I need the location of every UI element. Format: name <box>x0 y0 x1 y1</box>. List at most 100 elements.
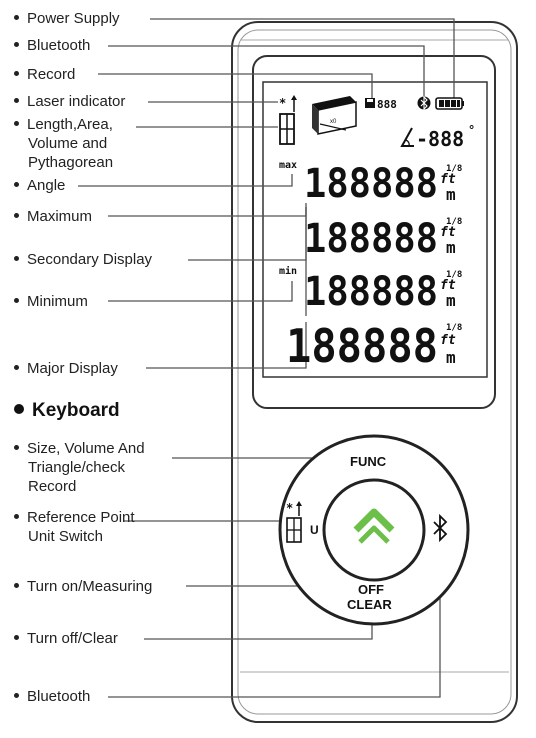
row2-ft: ft <box>440 225 456 240</box>
row2-digits: 188888 <box>304 216 438 262</box>
label-text: Length,Area, <box>27 116 113 133</box>
label-text: Reference Point <box>27 509 135 526</box>
unit-u: U <box>310 523 319 537</box>
label-text: Unit Switch <box>28 528 104 545</box>
label-text: Volume and <box>28 135 108 152</box>
label-text: Bluetooth <box>27 37 91 54</box>
label-secondary-display: Secondary Display <box>14 250 152 269</box>
bullet-dot <box>14 120 19 126</box>
label-turn-on: Turn on/Measuring <box>14 577 152 596</box>
label-text: Record <box>28 478 77 495</box>
row3-digits: 188888 <box>304 269 438 315</box>
label-func-desc: Size, Volume And Triangle/check Record <box>14 439 145 496</box>
bullet-dot <box>14 692 19 698</box>
record-digits: 888 <box>377 98 397 111</box>
display-row-major: 188888 1/8 ft m <box>286 319 462 373</box>
max-tag: max <box>279 160 297 171</box>
label-text: Power Supply <box>27 10 120 27</box>
heading-text: Keyboard <box>32 400 120 421</box>
bullet-dot <box>14 41 19 47</box>
label-text: Turn off/Clear <box>27 630 118 647</box>
label-text: Maximum <box>27 208 93 225</box>
bullet-dot <box>14 444 19 450</box>
label-lvp: Length,Area, Volume and Pythagorean <box>14 115 113 172</box>
label-power-supply: Power Supply <box>14 9 120 28</box>
bullet-dot <box>14 14 19 20</box>
label-angle: Angle <box>14 176 65 195</box>
label-text: Bluetooth <box>27 688 91 705</box>
label-text: Secondary Display <box>27 251 153 268</box>
device-body-inner <box>237 29 512 715</box>
label-text: Major Display <box>27 360 118 377</box>
row1-ft: ft <box>440 172 456 187</box>
bullet-dot <box>14 364 19 370</box>
angle-icon <box>400 127 414 147</box>
row2-frac: 1/8 <box>446 217 462 227</box>
keyboard-heading: Keyboard <box>14 400 120 422</box>
label-bluetooth-top: Bluetooth <box>14 36 90 55</box>
bullet-dot <box>14 212 19 218</box>
bullet-dot <box>14 70 19 76</box>
bullet-dot <box>14 634 19 640</box>
bullet-dot <box>14 582 19 588</box>
label-turn-off: Turn off/Clear <box>14 629 118 648</box>
label-major-display: Major Display <box>14 359 118 378</box>
bluetooth-button[interactable] <box>433 513 448 543</box>
leader-power-supply <box>150 18 455 98</box>
bullet-dot <box>14 255 19 261</box>
display-row-1: 188888 1/8 ft m <box>304 161 462 207</box>
display-row-2: 188888 1/8 ft m <box>304 216 462 262</box>
bullet-dot <box>14 297 19 303</box>
screen <box>262 81 488 378</box>
label-maximum: Maximum <box>14 207 92 226</box>
label-text: Record <box>27 66 76 83</box>
major-digits: 188888 <box>286 319 438 373</box>
bullet-dot <box>14 181 19 187</box>
major-frac: 1/8 <box>446 323 462 333</box>
record-icon <box>365 98 375 108</box>
laser-icon: * <box>279 95 297 112</box>
row3-m: m <box>446 291 456 310</box>
row1-digits: 188888 <box>304 161 438 207</box>
leader-record <box>98 73 373 98</box>
func-button[interactable]: FUNC <box>350 454 387 469</box>
label-laser-indicator: Laser indicator <box>14 92 125 111</box>
ref-unit-button[interactable]: * U <box>286 501 319 543</box>
bullet-dot <box>14 513 19 519</box>
angle-degree: ° <box>468 123 475 137</box>
min-tag: min <box>279 265 297 277</box>
bluetooth-icon <box>417 95 431 111</box>
row3-frac: 1/8 <box>446 270 462 280</box>
display-row-3: 188888 1/8 ft m <box>304 269 462 315</box>
label-text: Size, Volume And <box>27 440 145 457</box>
ref-laser-star: * <box>286 501 293 515</box>
label-text: Minimum <box>27 293 88 310</box>
reference-point-icon <box>279 113 295 145</box>
label-text: Turn on/Measuring <box>27 578 153 595</box>
bullet-dot <box>14 97 19 103</box>
svg-text:*: * <box>279 96 286 110</box>
angle-digits: -888 <box>416 127 464 151</box>
row1-frac: 1/8 <box>446 164 462 174</box>
bullet-dot <box>14 404 24 414</box>
major-ft: ft <box>440 333 456 348</box>
row3-ft: ft <box>440 278 456 293</box>
label-record: Record <box>14 65 75 84</box>
leader-major <box>146 322 307 369</box>
row1-m: m <box>446 185 456 204</box>
major-m: m <box>446 348 456 367</box>
leader-bluetooth-top <box>108 45 425 98</box>
measure-mode-icon: x0 <box>312 96 357 135</box>
clear-button[interactable]: CLEAR <box>347 597 392 612</box>
svg-text:x0: x0 <box>330 119 337 125</box>
chevron-up-icon <box>353 508 395 544</box>
label-text: Pythagorean <box>28 154 114 171</box>
leader-angle <box>78 174 293 187</box>
label-bluetooth-bottom: Bluetooth <box>14 687 90 706</box>
label-reference-unit: Reference Point Unit Switch <box>14 508 135 546</box>
row2-m: m <box>446 238 456 257</box>
off-label: OFF <box>358 582 384 597</box>
label-text: Triangle/check <box>28 459 125 476</box>
leader-minimum <box>108 281 293 302</box>
